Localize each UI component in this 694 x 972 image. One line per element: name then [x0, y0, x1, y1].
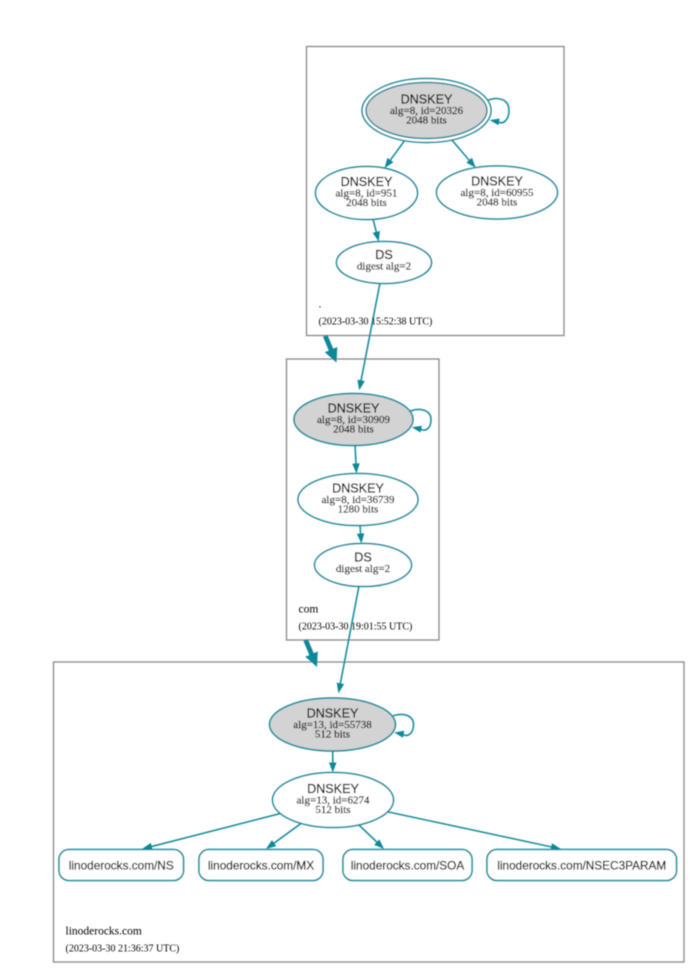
svg-text:alg=13, id=55738: alg=13, id=55738	[293, 719, 372, 731]
svg-text:2048 bits: 2048 bits	[346, 197, 387, 209]
svg-text:1280 bits: 1280 bits	[338, 504, 379, 516]
svg-text:2048 bits: 2048 bits	[406, 115, 447, 127]
svg-text:(2023-03-30 21:36:37 UTC): (2023-03-30 21:36:37 UTC)	[66, 944, 180, 955]
svg-text:alg=13, id=6274: alg=13, id=6274	[297, 795, 370, 807]
svg-text:512 bits: 512 bits	[315, 729, 350, 741]
svg-text:DNSKEY: DNSKEY	[471, 175, 523, 189]
svg-text:digest alg=2: digest alg=2	[357, 261, 411, 273]
svg-text:com: com	[299, 604, 319, 616]
svg-text:DNSKEY: DNSKEY	[341, 175, 393, 189]
svg-text:DNSKEY: DNSKEY	[332, 482, 384, 496]
svg-text:DS: DS	[375, 248, 393, 262]
svg-text:2048 bits: 2048 bits	[333, 424, 374, 436]
svg-text:DNSKEY: DNSKEY	[307, 782, 359, 796]
svg-text:DNSKEY: DNSKEY	[401, 93, 453, 107]
svg-text:linoderocks.com/MX: linoderocks.com/MX	[208, 859, 314, 873]
svg-text:DNSKEY: DNSKEY	[328, 402, 380, 416]
svg-text:.: .	[319, 299, 322, 311]
svg-text:digest alg=2: digest alg=2	[336, 563, 390, 575]
svg-text:alg=8, id=20326: alg=8, id=20326	[390, 105, 463, 117]
svg-text:alg=8, id=951: alg=8, id=951	[336, 188, 398, 200]
svg-text:alg=8, id=60955: alg=8, id=60955	[461, 187, 534, 199]
svg-text:DS: DS	[354, 551, 372, 565]
svg-text:alg=8, id=36739: alg=8, id=36739	[322, 494, 395, 506]
svg-text:alg=8, id=30909: alg=8, id=30909	[317, 414, 390, 426]
svg-text:linoderocks.com/SOA: linoderocks.com/SOA	[351, 859, 465, 873]
svg-text:2048 bits: 2048 bits	[477, 197, 518, 209]
svg-text:512 bits: 512 bits	[315, 804, 350, 816]
svg-text:linoderocks.com/NS: linoderocks.com/NS	[69, 859, 174, 873]
svg-text:DNSKEY: DNSKEY	[307, 707, 359, 721]
svg-text:(2023-03-30 19:01:55 UTC): (2023-03-30 19:01:55 UTC)	[299, 622, 413, 633]
svg-text:linoderocks.com/NSEC3PARAM: linoderocks.com/NSEC3PARAM	[497, 859, 666, 873]
svg-text:linoderocks.com: linoderocks.com	[66, 926, 142, 938]
svg-text:(2023-03-30 15:52:38 UTC): (2023-03-30 15:52:38 UTC)	[319, 317, 433, 328]
